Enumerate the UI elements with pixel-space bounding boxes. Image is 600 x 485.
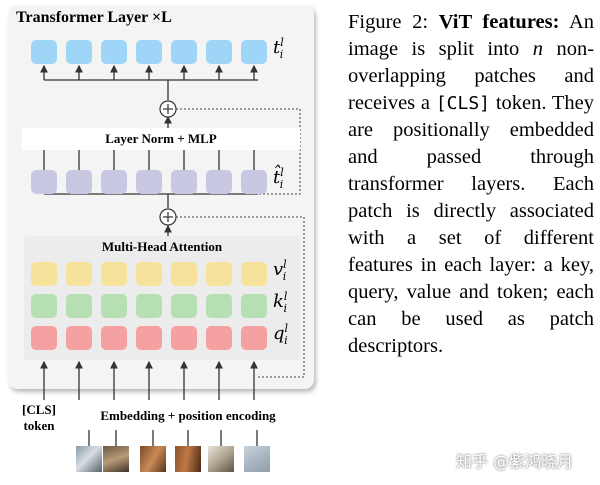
symbol-t: tli [273, 36, 284, 61]
image-patch [175, 446, 201, 472]
value-token [66, 262, 92, 286]
value-token [101, 262, 127, 286]
symbol-t-hat: t̂li [273, 166, 284, 191]
output-token [101, 40, 127, 64]
output-token [66, 40, 92, 64]
output-token [136, 40, 162, 64]
query-token [66, 326, 92, 350]
figure-caption: Figure 2: ViT features: An image is spli… [348, 9, 594, 360]
layer-norm-mlp-block: Layer Norm + MLP [22, 128, 300, 150]
caption-title: ViT features: [438, 11, 560, 33]
key-token [206, 294, 232, 318]
value-token [171, 262, 197, 286]
layer-norm-mlp-label: Layer Norm + MLP [105, 131, 217, 146]
output-token [206, 40, 232, 64]
key-token [66, 294, 92, 318]
caption-text-1: An image is split into [348, 11, 595, 60]
key-token [31, 294, 57, 318]
intermediate-token [66, 170, 92, 194]
caption-n: n [532, 38, 543, 60]
connector-lines [40, 64, 305, 446]
query-token [241, 326, 267, 350]
image-patch [140, 446, 166, 472]
watermark: 知乎 @紫鸿晓月 [456, 452, 574, 471]
caption-text-2: non-overlapping patches and receives a [348, 38, 595, 114]
intermediate-token [171, 170, 197, 194]
intermediate-token [241, 170, 267, 194]
value-token [136, 262, 162, 286]
query-token [136, 326, 162, 350]
output-token [171, 40, 197, 64]
value-token [206, 262, 232, 286]
intermediate-token [206, 170, 232, 194]
image-patch [103, 446, 129, 472]
query-token [171, 326, 197, 350]
intermediate-token [136, 170, 162, 194]
query-token [101, 326, 127, 350]
query-token [31, 326, 57, 350]
symbol-k: kli [273, 290, 288, 315]
cls-token-word: token [23, 418, 55, 433]
key-token [241, 294, 267, 318]
intermediate-token [31, 170, 57, 194]
key-token [101, 294, 127, 318]
cls-token-label: [CLS] token [22, 402, 56, 434]
image-patch [208, 446, 234, 472]
cls-token-bracket-text: [CLS] [22, 402, 56, 417]
intermediate-token [101, 170, 127, 194]
output-token [241, 40, 267, 64]
key-token [171, 294, 197, 318]
image-patch [244, 446, 270, 472]
multi-head-attention-label: Multi-Head Attention [101, 239, 223, 254]
output-token [31, 40, 57, 64]
caption-label: Figure 2: [348, 11, 429, 33]
caption-text-3: token. They are positionally embedded an… [348, 92, 595, 357]
image-patch [76, 446, 102, 472]
query-token [206, 326, 232, 350]
symbol-v: vli [273, 258, 287, 283]
value-token [31, 262, 57, 286]
embedding-position-encoding-block: Embedding + position encoding [76, 405, 300, 427]
value-token [241, 262, 267, 286]
symbol-q: qli [273, 322, 289, 347]
figure-title: Transformer Layer ×L [16, 9, 172, 26]
key-token [136, 294, 162, 318]
caption-cls: [CLS] [435, 93, 491, 114]
